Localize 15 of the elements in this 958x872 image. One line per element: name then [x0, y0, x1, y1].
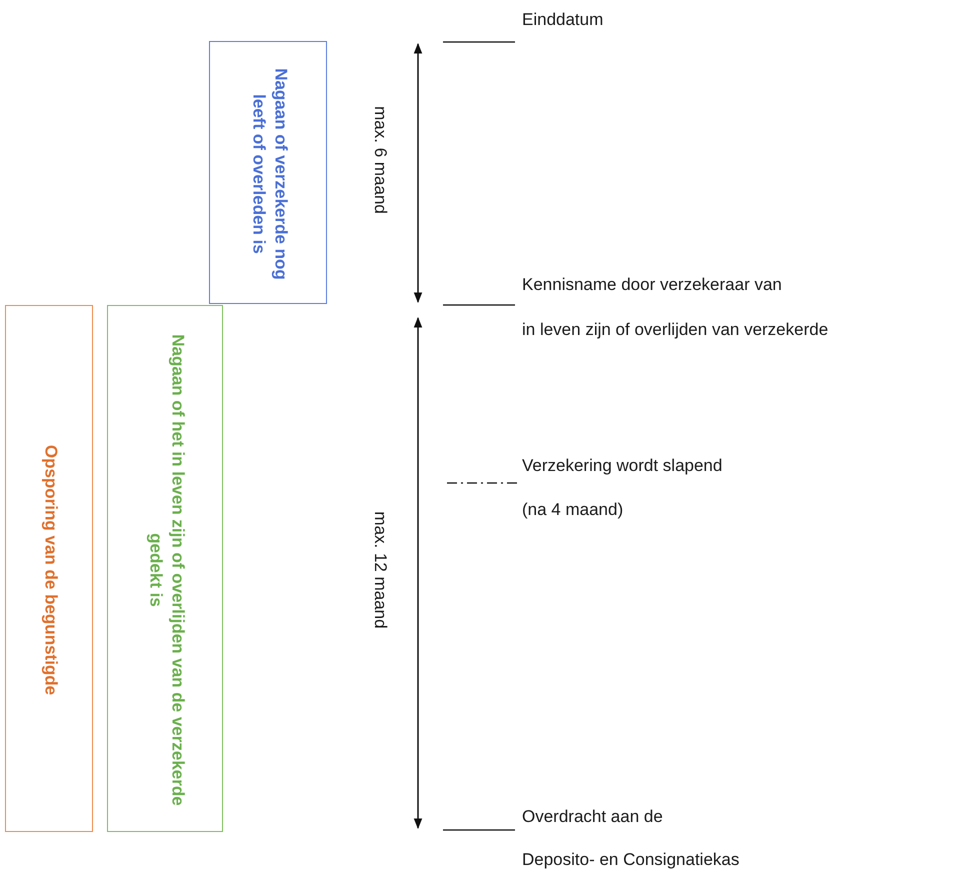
milestone-label: in leven zijn of overlijden van verzekerde [522, 319, 828, 341]
box-text: Nagaan of verzekerde nog leeft of overleden is [248, 66, 291, 282]
box-text: Opsporing van de begunstigde [40, 443, 61, 697]
milestone-label: Einddatum [522, 9, 604, 31]
milestone-label: Deposito- en Consignatiekas [522, 849, 740, 871]
milestone-label: Verzekering wordt slapend [522, 455, 722, 477]
annotation-box [5, 305, 93, 832]
dimension-label: max. 6 maand [370, 106, 391, 214]
milestone-label: (na 4 maand) [522, 499, 624, 521]
milestone-label: Kennisname door verzekeraar van [522, 274, 782, 296]
annotation-box [107, 305, 223, 832]
dimension-label: max. 12 maand [370, 511, 391, 629]
milestone-label: Overdracht aan de [522, 806, 663, 828]
box-text: Nagaan of het in leven zijn of overlijden van de verzekerde gedekt is [145, 332, 188, 808]
annotation-box [209, 41, 327, 304]
